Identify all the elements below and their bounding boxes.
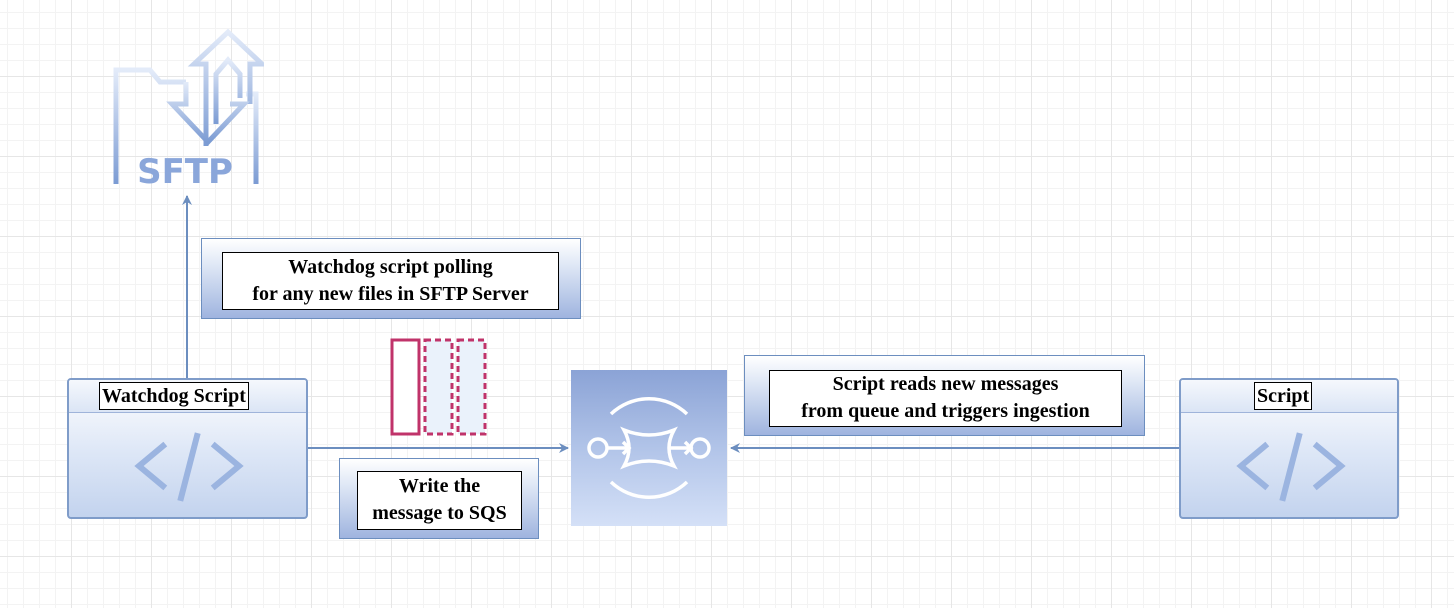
watchdog-script-title: Watchdog Script — [99, 382, 249, 410]
code-icon — [1236, 432, 1346, 502]
sftp-server-icon: SFTP — [113, 28, 264, 190]
sqs-queue-node[interactable] — [571, 370, 727, 526]
write-note-line-2: message to SQS — [372, 502, 507, 524]
write-note-line-1: Write the — [398, 475, 481, 497]
write-note: Write the message to SQS — [339, 458, 539, 539]
code-icon — [134, 432, 244, 502]
polling-note: Watchdog script polling for any new file… — [201, 238, 581, 319]
reads-note-label: Script reads new messages from queue and… — [769, 370, 1122, 427]
reads-note-line-2: from queue and triggers ingestion — [801, 400, 1090, 422]
sqs-queue-icon — [587, 397, 711, 499]
polling-note-label: Watchdog script polling for any new file… — [222, 252, 559, 310]
write-note-label: Write the message to SQS — [357, 471, 522, 530]
script-title: Script — [1254, 382, 1313, 410]
message-queue-icon — [390, 338, 487, 436]
reads-note-line-1: Script reads new messages — [832, 373, 1059, 395]
sftp-label: SFTP — [137, 152, 233, 190]
polling-note-line-2: for any new files in SFTP Server — [252, 283, 529, 305]
reads-note: Script reads new messages from queue and… — [744, 355, 1145, 436]
polling-note-line-1: Watchdog script polling — [288, 256, 493, 278]
